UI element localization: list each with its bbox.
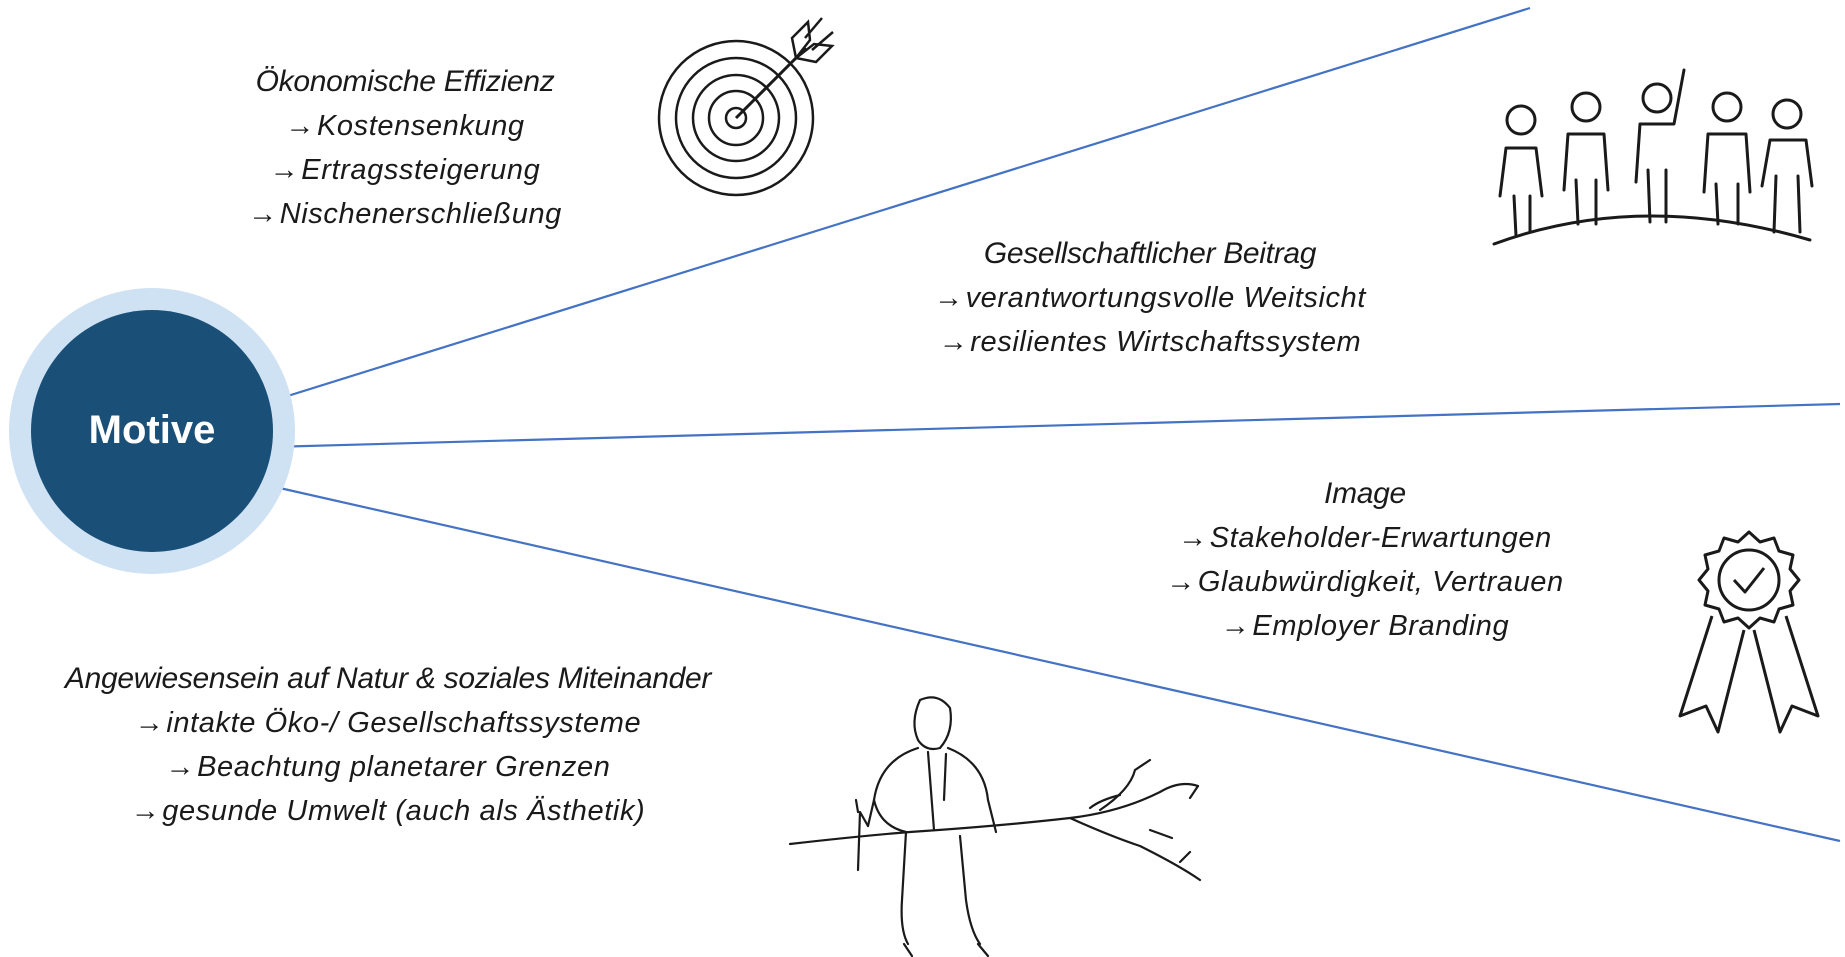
- motive-point: →Kostensenkung: [205, 104, 605, 148]
- motive-point: →Beachtung planetarer Grenzen: [28, 745, 748, 789]
- motive-point-text: verantwortungsvolle Weitsicht: [965, 282, 1367, 314]
- motive-point: →Stakeholder-Erwartungen: [1110, 516, 1620, 560]
- connector-line-oekonomie: [261, 6, 1531, 406]
- motive-point-text: Glaubwürdigkeit, Vertrauen: [1197, 566, 1564, 598]
- motive-point-text: gesunde Umwelt (auch als Ästhetik): [162, 795, 646, 827]
- motive-point: →resilientes Wirtschaftssystem: [880, 320, 1420, 364]
- motive-point: →Glaubwürdigkeit, Vertrauen: [1110, 560, 1620, 604]
- arrow-right-icon: →: [938, 326, 969, 358]
- motive-point-text: Stakeholder-Erwartungen: [1209, 522, 1552, 554]
- connector-line-image: [261, 482, 1841, 843]
- arrow-right-icon: →: [248, 198, 278, 230]
- motive-block-gesellschaft: Gesellschaftlicher Beitrag →verantwortun…: [880, 232, 1420, 364]
- motive-point-text: Employer Branding: [1252, 610, 1510, 642]
- motive-point-text: Beachtung planetarer Grenzen: [197, 751, 611, 783]
- motive-point: →intakte Öko-/ Gesellschaftssysteme: [28, 701, 748, 745]
- motive-point: →Employer Branding: [1110, 604, 1620, 648]
- hub-core: [31, 310, 273, 552]
- arrow-right-icon: →: [269, 154, 300, 186]
- motive-heading: Image: [1324, 477, 1406, 510]
- arrow-right-icon: →: [1178, 522, 1208, 554]
- motive-point: →gesunde Umwelt (auch als Ästhetik): [28, 789, 748, 833]
- award-badge-icon: [1678, 530, 1820, 734]
- motive-block-image: Image →Stakeholder-Erwartungen →Glaubwür…: [1110, 472, 1620, 648]
- arrow-right-icon: →: [1220, 610, 1251, 642]
- motive-point-text: resilientes Wirtschaftssystem: [970, 326, 1362, 358]
- motive-block-natur: Angewiesensein auf Natur & soziales Mite…: [28, 657, 748, 833]
- motive-point-text: intakte Öko-/ Gesellschaftssysteme: [166, 707, 642, 739]
- motive-point-text: Kostensenkung: [316, 110, 525, 142]
- motive-point-text: Ertragssteigerung: [301, 154, 541, 186]
- arrow-right-icon: →: [1166, 566, 1196, 598]
- arrow-right-icon: →: [933, 282, 964, 314]
- motive-block-oekonomie: Ökonomische Effizienz →Kostensenkung →Er…: [205, 60, 605, 236]
- arrow-right-icon: →: [165, 751, 196, 783]
- arrow-right-icon: →: [134, 707, 165, 739]
- motive-point: →verantwortungsvolle Weitsicht: [880, 276, 1420, 320]
- target-icon: [657, 17, 835, 197]
- motive-point-text: Nischenerschließung: [279, 198, 562, 230]
- arrow-right-icon: →: [130, 795, 161, 827]
- motive-point: →Ertragssteigerung: [205, 148, 605, 192]
- people-group-icon: [1492, 68, 1814, 246]
- connector-line-gesellschaft: [269, 402, 1841, 449]
- motive-heading: Angewiesensein auf Natur & soziales Mite…: [64, 662, 712, 695]
- motive-heading: Gesellschaftlicher Beitrag: [983, 237, 1317, 270]
- arrow-right-icon: →: [285, 110, 315, 142]
- hub-label: Motive: [88, 408, 216, 452]
- man-sawing-branch-icon: [788, 696, 1202, 957]
- motive-heading: Ökonomische Effizienz: [255, 65, 555, 98]
- motive-point: →Nischenerschließung: [205, 192, 605, 236]
